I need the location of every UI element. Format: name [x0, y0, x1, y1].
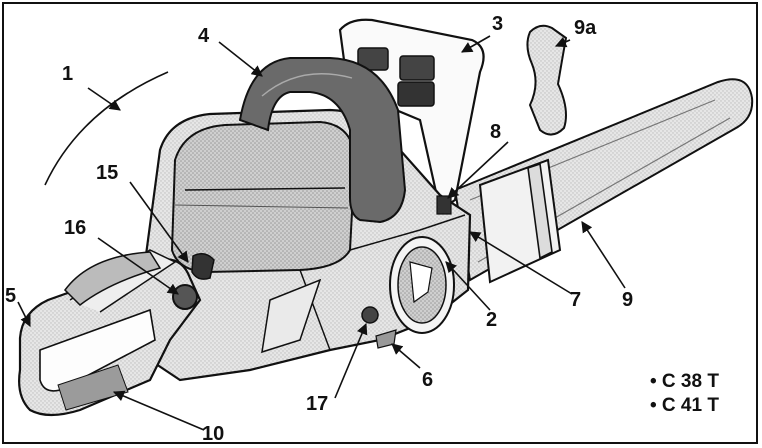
callout-1: 1	[62, 63, 74, 85]
figure-border	[2, 2, 758, 444]
callout-2: 2	[486, 309, 498, 331]
callout-9a: 9a	[574, 17, 597, 39]
callout-6: 6	[422, 369, 434, 391]
callout-15: 15	[96, 162, 119, 184]
motion-arc	[44, 71, 169, 186]
hand-guard	[338, 18, 485, 212]
callout-8: 8	[490, 121, 502, 143]
sprocket-cover	[389, 236, 455, 334]
callout-4: 4	[198, 25, 210, 47]
callout-3: 3	[492, 13, 504, 35]
callout-17: 17	[306, 393, 329, 415]
callout-7: 7	[570, 289, 582, 311]
callout-5: 5	[5, 285, 17, 307]
chain-guard	[478, 158, 562, 284]
chain-tensioner	[436, 195, 452, 215]
callout-16: 16	[64, 217, 87, 239]
leader-lines	[17, 35, 626, 431]
model-list: • C 38 T • C 41 T	[650, 370, 719, 418]
callout-9: 9	[622, 289, 634, 311]
callout-10: 10	[202, 423, 225, 445]
label-plate	[57, 364, 129, 411]
spare-part-9a	[526, 24, 568, 136]
adjust-screw	[361, 306, 379, 324]
motor-housing	[138, 108, 472, 382]
stop-switch	[191, 253, 215, 280]
model-item: • C 38 T	[650, 371, 719, 392]
choke-knob	[172, 284, 198, 310]
front-handle	[238, 57, 407, 224]
model-item: • C 41 T	[650, 395, 719, 416]
